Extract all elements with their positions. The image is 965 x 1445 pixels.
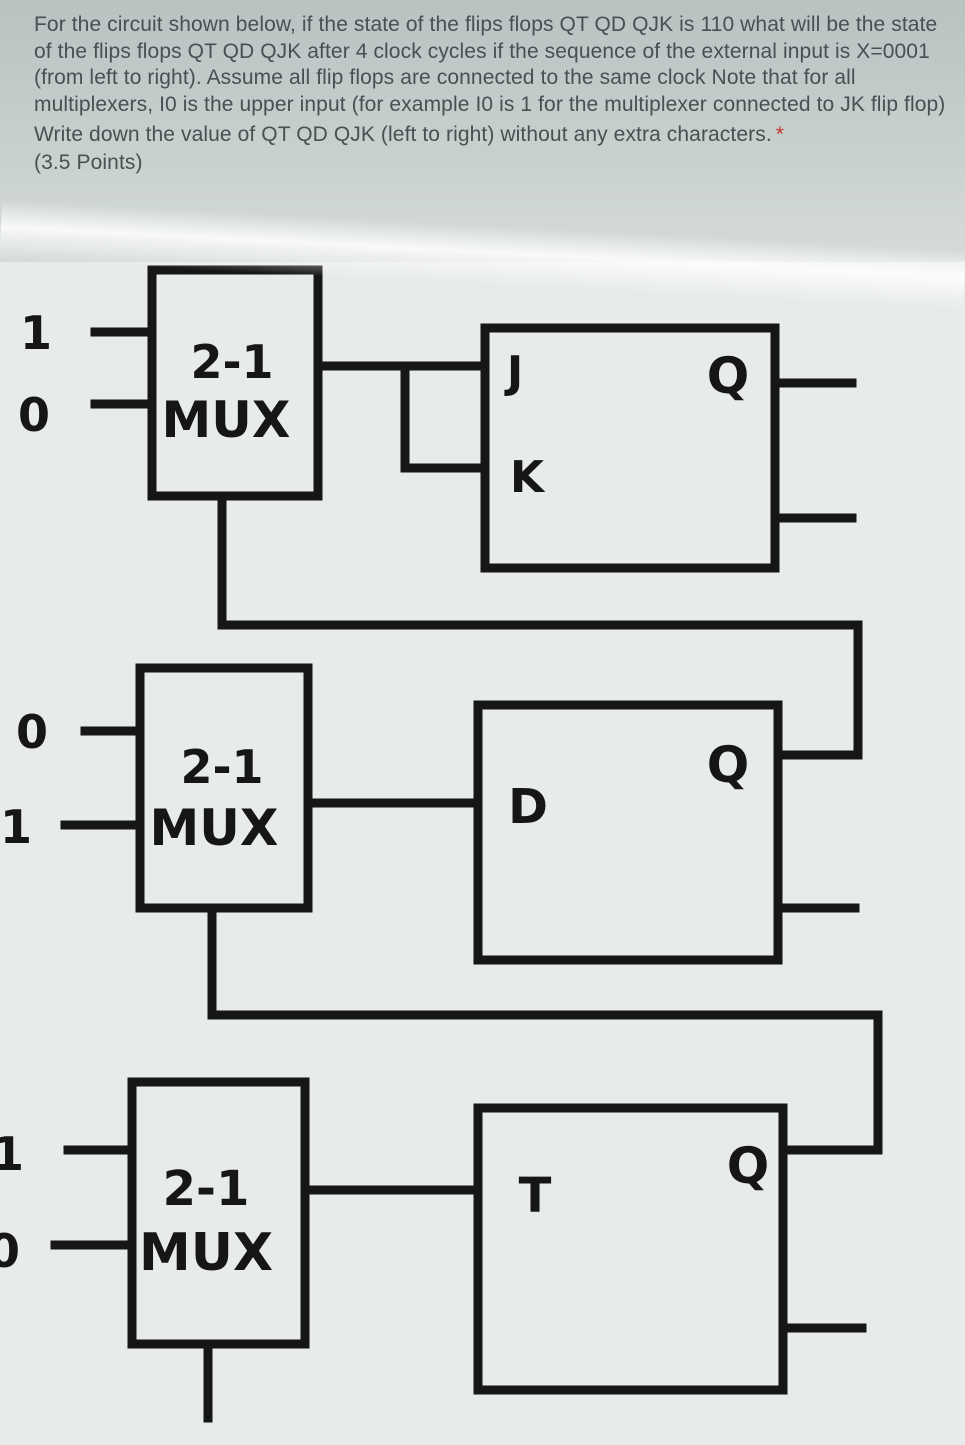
mux3-input-top-value: 1: [0, 1127, 24, 1181]
wires: [50, 265, 883, 1423]
jk-ff-box: [480, 323, 780, 573]
mux2-box: [135, 663, 313, 913]
t-ff-box: [473, 1103, 788, 1395]
mux1-input-bottom-value: 0: [18, 388, 50, 442]
mux1-label-line1: 2-1: [190, 335, 273, 389]
jk-ff-q-label: Q: [707, 347, 750, 405]
mux3-label-line1: 2-1: [163, 1161, 250, 1217]
mux3-label-line2: MUX: [139, 1223, 273, 1283]
mux2-input-bottom-value: 1: [0, 800, 32, 854]
d-ff-box: [473, 700, 783, 965]
mux2-label-line1: 2-1: [180, 740, 263, 794]
t-ff-q-label: Q: [727, 1137, 770, 1195]
mux2-label-line2: MUX: [150, 799, 279, 857]
mux3-box: [127, 1077, 310, 1349]
t-ff-t-label: T: [519, 1168, 552, 1224]
question-prompt: Write down the value of QT QD QJK (left …: [34, 122, 955, 149]
mux1-label-line2: MUX: [162, 391, 291, 449]
question-points: (3.5 Points): [34, 150, 143, 174]
mux1-select-wire: [217, 491, 863, 760]
jk-ff-k-label: K: [510, 452, 546, 503]
jk-tie-wire: [400, 361, 490, 473]
d-ff-q-label: Q: [707, 736, 750, 794]
mux3-input-bottom-value: 0: [0, 1224, 20, 1278]
prompt-text: Write down the value of QT QD QJK (left …: [34, 123, 772, 146]
mux2-input-top-value: 0: [16, 705, 48, 759]
d-ff-d-label: D: [508, 779, 548, 835]
required-marker: *: [775, 123, 785, 146]
mux1-input-top-value: 1: [20, 306, 52, 360]
jk-ff-j-label: J: [504, 347, 523, 398]
mux2-select-wire: [207, 903, 883, 1155]
question-text: For the circuit shown below, if the stat…: [34, 13, 946, 116]
